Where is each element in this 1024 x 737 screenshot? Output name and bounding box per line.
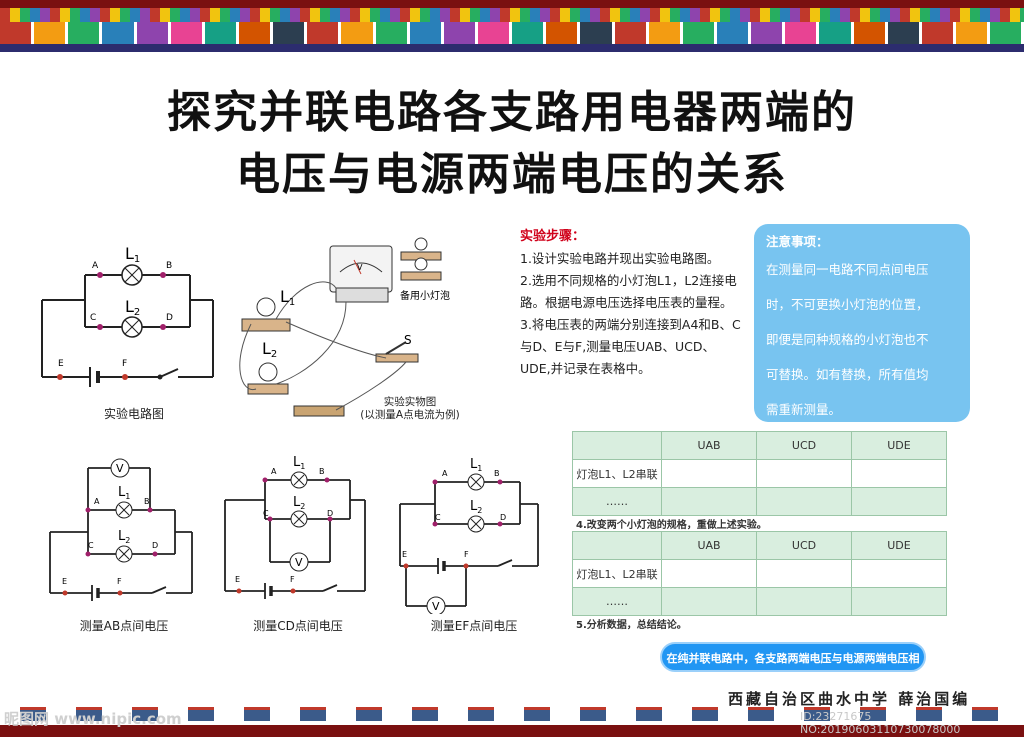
circuit-cd-caption: 测量CD点间电压 <box>253 619 343 633</box>
row-label-more: …… <box>572 587 662 616</box>
photo-l1-label: L1 <box>280 287 295 308</box>
row-label-bulbs: 灯泡L1、L2串联 <box>572 459 662 488</box>
experiment-steps: 实验步骤： 1.设计实验电路并现出实验电路图。 2.选用不同规格的小灯泡L1，L… <box>520 226 745 380</box>
photo-caption-line1: 实验实物图 <box>383 396 437 408</box>
voltage-table-1: UAB UCD UDE 灯泡L1、L2串联 …… <box>572 431 947 516</box>
main-circuit-diagram: A B C D E F L1 L2 <box>41 244 214 387</box>
header-ude: UDE <box>851 531 947 560</box>
notice-heading: 注意事项： <box>766 234 829 249</box>
point-f-label: F <box>122 359 127 369</box>
header-uab: UAB <box>661 531 757 560</box>
apparatus-illustration: V L1 L2 S 备用小灯泡 <box>239 237 450 417</box>
top-decorative-band <box>0 0 1024 52</box>
voltage-table-2: UAB UCD UDE 灯泡L1、L2串联 …… <box>572 531 947 616</box>
point-c-label: C <box>435 513 441 522</box>
point-f-label: F <box>464 550 469 559</box>
notice-line-3: 即便是同种规格的小灯泡也不 <box>766 332 929 347</box>
lamp-l1-label: L1 <box>470 457 482 473</box>
lamp-l2-label: L2 <box>118 529 130 545</box>
notice-line-2: 时，不可更换小灯泡的位置， <box>766 297 929 312</box>
row-label-bulbs: 灯泡L1、L2串联 <box>572 559 662 588</box>
circuit-cd-diagram: V A B C D E F L1 L2 <box>224 455 366 599</box>
header-ucd: UCD <box>756 531 852 560</box>
cell-uab[interactable] <box>661 459 757 488</box>
cell-uab[interactable] <box>661 587 757 616</box>
header-ucd: UCD <box>756 431 852 460</box>
photo-caption: 实验实物图 (以测量A点电流为例) <box>340 396 480 422</box>
point-a-label: A <box>271 467 277 476</box>
point-d-label: D <box>152 541 158 550</box>
point-d-label: D <box>500 513 506 522</box>
point-e-label: E <box>402 550 407 559</box>
lamp-l1-label: L1 <box>125 244 140 265</box>
step-3: 3.将电压表的两端分别连接到A4和B、C与D、E与F,测量电压UAB、UCD、U… <box>520 317 741 376</box>
page-title-line1: 探究并联电路各支路用电器两端的 <box>167 87 857 138</box>
circuit-ef-diagram: V A B C D E F L1 L2 <box>399 457 539 614</box>
lamp-l2-label: L2 <box>293 495 305 511</box>
page-title-line2: 电压与电源两端电压的关系 <box>236 149 788 200</box>
author-signature: 西藏自治区曲水中学 薛治国编 <box>728 690 971 708</box>
cell-ude[interactable] <box>851 487 947 516</box>
meter-v-label: V <box>116 462 124 475</box>
point-c-label: C <box>90 313 96 323</box>
meter-v-label: V <box>432 600 440 613</box>
bottom-decorative-band <box>0 707 1024 737</box>
step-4: 4.改变两个小灯泡的规格，重做上述实验。 <box>576 520 767 531</box>
watermark-logo: 昵图网 www.nipic.com <box>4 710 182 728</box>
point-b-label: B <box>166 261 172 271</box>
point-b-label: B <box>494 469 500 478</box>
notice-line-5: 需重新测量。 <box>766 402 842 417</box>
point-f-label: F <box>290 575 295 584</box>
point-e-label: E <box>62 577 67 586</box>
step-1: 1.设计实验电路并现出实验电路图。 <box>520 251 720 266</box>
photo-l2-label: L2 <box>262 339 277 360</box>
cell-ude[interactable] <box>851 559 947 588</box>
spare-bulb-label: 备用小灯泡 <box>400 289 450 302</box>
steps-heading: 实验步骤： <box>520 229 586 244</box>
meter-v-label: V <box>357 263 363 272</box>
point-a-label: A <box>92 261 99 271</box>
header-uab: UAB <box>661 431 757 460</box>
point-c-label: C <box>88 541 94 550</box>
notice-box: 注意事项： 在测量同一电路不同点间电压 时，不可更换小灯泡的位置， 即便是同种规… <box>754 224 970 422</box>
watermark-id: ID:23271675 NO:20190603110730078000 <box>800 710 961 736</box>
row-label-more: …… <box>572 487 662 516</box>
circuit-ab-caption: 测量AB点间电压 <box>79 619 169 633</box>
meter-v-label: V <box>295 556 303 569</box>
point-d-label: D <box>327 509 333 518</box>
point-a-label: A <box>442 469 448 478</box>
lamp-l2-label: L2 <box>470 499 482 515</box>
photo-caption-line2: (以测量A点电流为例) <box>360 409 460 421</box>
point-a-label: A <box>94 497 100 506</box>
cell-ucd[interactable] <box>756 459 852 488</box>
switch-s-label: S <box>404 333 412 347</box>
lamp-l2-label: L2 <box>125 297 140 318</box>
cell-ucd[interactable] <box>756 559 852 588</box>
conclusion-banner: 在纯并联电路中，各支路两端电压与电源两端电压相等。 <box>660 642 926 695</box>
point-e-label: E <box>235 575 240 584</box>
circuit-ab-diagram: V A B C D E F L1 L2 <box>49 458 193 601</box>
circuit-ef-caption: 测量EF点间电压 <box>430 619 518 633</box>
point-b-label: B <box>144 497 150 506</box>
point-b-label: B <box>319 467 325 476</box>
cell-ude[interactable] <box>851 587 947 616</box>
cell-uab[interactable] <box>661 487 757 516</box>
step-2: 2.选用不同规格的小灯泡L1，L2连接电路。根据电源电压选择电压表的量程。 <box>520 273 737 310</box>
lamp-l1-label: L1 <box>118 485 130 501</box>
header-ude: UDE <box>851 431 947 460</box>
cell-uab[interactable] <box>661 559 757 588</box>
main-diagram-caption: 实验电路图 <box>103 407 164 421</box>
point-e-label: E <box>58 359 64 369</box>
notice-line-1: 在测量同一电路不同点间电压 <box>766 262 929 277</box>
notice-line-4: 可替换。如有替换，所有值均 <box>766 367 929 382</box>
point-c-label: C <box>263 509 269 518</box>
lamp-l1-label: L1 <box>293 455 305 471</box>
cell-ucd[interactable] <box>756 587 852 616</box>
point-d-label: D <box>166 313 173 323</box>
step-5: 5.分析数据，总结结论。 <box>576 620 687 631</box>
cell-ucd[interactable] <box>756 487 852 516</box>
cell-ude[interactable] <box>851 459 947 488</box>
point-f-label: F <box>117 577 122 586</box>
